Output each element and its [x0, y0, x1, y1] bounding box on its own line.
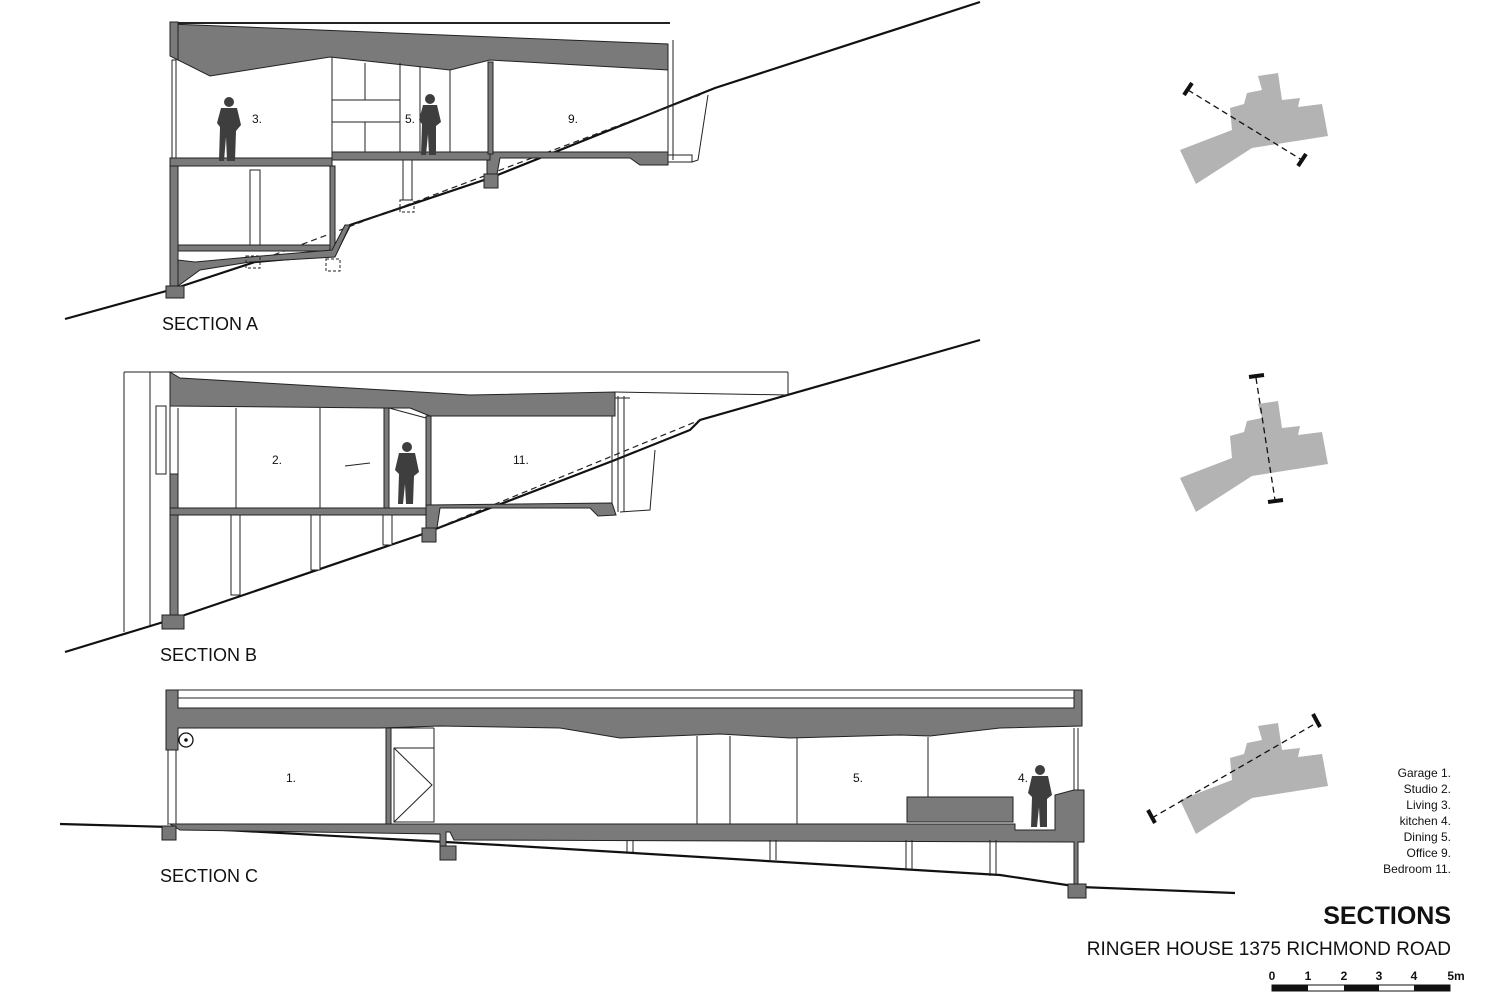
legend-item: Studio 2. [1404, 782, 1451, 796]
sheet-subtitle: RINGER HOUSE 1375 RICHMOND ROAD [1087, 939, 1451, 960]
section-a-roof-slab [169, 21, 669, 77]
room-legend: Garage 1. Studio 2. Living 3. kitchen 4.… [1383, 766, 1451, 876]
scale-bar: 0 1 2 3 4 5m [1269, 969, 1465, 992]
section-a-person-2 [419, 94, 441, 155]
scale-tick-label: 5m [1447, 969, 1464, 983]
section-c-room-2: 5. [853, 771, 863, 785]
key-plan-b [1180, 373, 1328, 512]
section-c-person [1028, 765, 1052, 827]
section-c-ground-line [59, 822, 1236, 895]
section-b-room-1: 2. [272, 453, 282, 467]
legend-item: Garage 1. [1398, 766, 1451, 780]
scale-tick-label: 2 [1341, 969, 1348, 983]
section-a: 3. 5. 9. SECTION A [64, 0, 981, 334]
scale-tick-label: 0 [1269, 969, 1276, 983]
section-b: 2. 11. SECTION B [64, 338, 981, 665]
legend-item: Dining 5. [1404, 830, 1451, 844]
section-a-room-3: 9. [568, 112, 578, 126]
section-b-room-2: 11. [513, 453, 529, 467]
scale-tick-label: 3 [1376, 969, 1383, 983]
section-c-room-3: 4. [1018, 771, 1028, 785]
section-a-person-1 [217, 97, 241, 161]
scale-tick-label: 1 [1305, 969, 1312, 983]
key-plan-a [1180, 73, 1328, 184]
legend-item: Office 9. [1407, 846, 1451, 860]
section-c-roof-slab [165, 689, 1083, 751]
section-a-room-2: 5. [405, 112, 415, 126]
key-plan-c [1146, 713, 1328, 834]
legend-item: Living 3. [1406, 798, 1451, 812]
section-c-room-1: 1. [286, 771, 296, 785]
section-a-room-1: 3. [252, 112, 262, 126]
section-a-label: SECTION A [162, 314, 258, 334]
legend-item: Bedroom 11. [1383, 862, 1451, 876]
section-b-label: SECTION B [160, 645, 257, 665]
section-c-label: SECTION C [160, 866, 258, 886]
section-c: 1. 5. 4. SECTION C [59, 689, 1236, 899]
section-b-roof-slab [169, 371, 616, 417]
scale-tick-label: 4 [1411, 969, 1418, 983]
legend-item: kitchen 4. [1400, 814, 1451, 828]
sheet-title: SECTIONS [1323, 902, 1451, 930]
section-b-person [395, 442, 419, 504]
